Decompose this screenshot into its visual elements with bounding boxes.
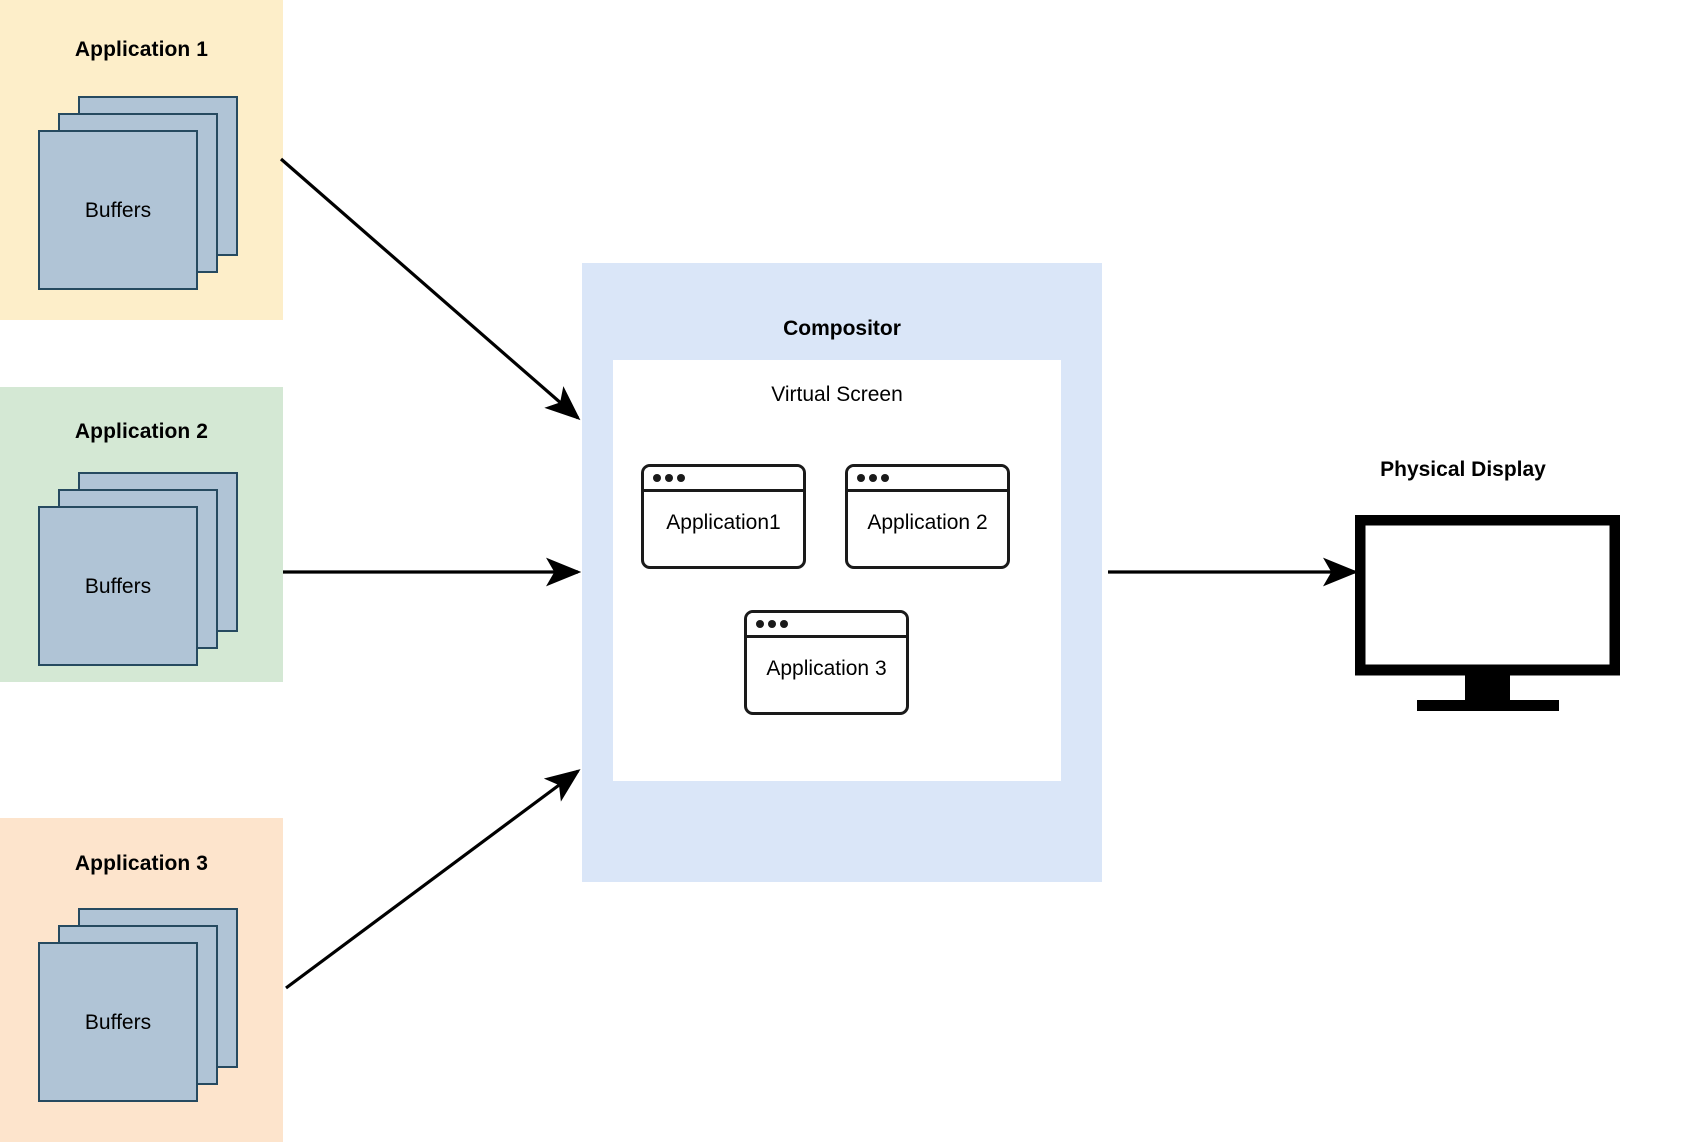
buffers-label: Buffers [84, 575, 152, 598]
buffer-sheet-front: Buffers [38, 506, 198, 666]
buffer-sheet-front: Buffers [38, 942, 198, 1102]
window-dot-2 [665, 474, 673, 482]
virtual-window-label: Application 3 [766, 657, 887, 680]
compositor-box: Compositor Virtual Screen Application1 [582, 263, 1102, 882]
window-titlebar [848, 467, 1007, 492]
window-dot-1 [756, 620, 764, 628]
buffers-label: Buffers [84, 199, 152, 222]
window-dot-3 [780, 620, 788, 628]
application-1-group: Application 1 Buffers [0, 0, 283, 320]
window-dot-1 [857, 474, 865, 482]
virtual-window-application-3[interactable]: Application 3 [744, 610, 909, 715]
application-1-buffer-stack: Buffers [38, 96, 243, 291]
window-dot-2 [768, 620, 776, 628]
compositor-title: Compositor [783, 317, 901, 340]
buffer-sheet-front: Buffers [38, 130, 198, 290]
arrow-app1-to-compositor [279, 157, 581, 421]
virtual-window-application-2[interactable]: Application 2 [845, 464, 1010, 569]
application-3-title: Application 3 [74, 852, 209, 875]
application-2-buffer-stack: Buffers [38, 472, 243, 667]
buffers-label: Buffers [84, 1011, 152, 1034]
application-3-buffer-stack: Buffers [38, 908, 243, 1103]
monitor-icon [1354, 514, 1621, 711]
virtual-window-application-1[interactable]: Application1 [641, 464, 806, 569]
application-2-group: Application 2 Buffers [0, 387, 283, 682]
window-titlebar [644, 467, 803, 492]
application-1-title: Application 1 [74, 38, 209, 61]
application-2-title: Application 2 [74, 420, 209, 443]
virtual-screen-box: Virtual Screen Application1 [613, 360, 1061, 781]
application-3-group: Application 3 Buffers [0, 818, 283, 1142]
physical-display-monitor [1354, 514, 1621, 715]
window-dots [756, 620, 788, 628]
virtual-screen-title: Virtual Screen [771, 383, 903, 406]
window-dot-3 [677, 474, 685, 482]
window-dots [857, 474, 889, 482]
window-dot-3 [881, 474, 889, 482]
virtual-window-label: Application1 [666, 511, 781, 534]
physical-display-title: Physical Display [1380, 458, 1546, 481]
window-dot-1 [653, 474, 661, 482]
window-titlebar [747, 613, 906, 638]
virtual-window-label: Application 2 [867, 511, 988, 534]
window-dot-2 [869, 474, 877, 482]
arrow-app3-to-compositor [285, 769, 581, 990]
window-dots [653, 474, 685, 482]
